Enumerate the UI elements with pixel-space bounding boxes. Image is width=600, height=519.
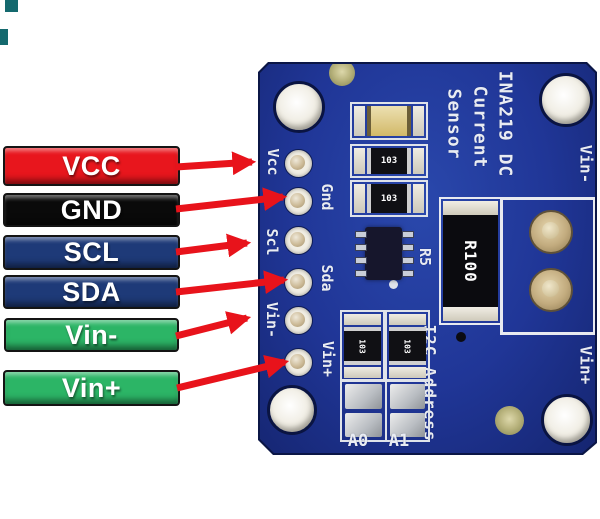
silk-title-line3: Sensor (443, 88, 465, 160)
jumper-pad (390, 384, 425, 409)
smd-led-box (350, 102, 428, 140)
jumper-pads-a0 (340, 379, 387, 442)
silk-pin-scl: Scl (263, 228, 281, 256)
pin-label-text-vin-minus: Vin- (65, 319, 118, 350)
ic-pin (402, 231, 414, 238)
solder-pad (354, 106, 365, 136)
led-component (367, 106, 411, 136)
shunt-body: R100 (443, 215, 498, 307)
teal-marker-left (0, 29, 8, 45)
jumper-pad (345, 384, 382, 409)
resistor-value: 103 (357, 338, 367, 354)
resistor-component: 103 (344, 327, 381, 365)
jumper-pad (390, 412, 425, 437)
smd-resistor-box-a0: 103 (340, 310, 385, 382)
pin-label-bar-vin-minus: Vin- (4, 318, 179, 352)
ic-pin1-dot (389, 280, 398, 289)
silk-title-line2: Current (469, 85, 491, 169)
pin-vin-plus (284, 348, 313, 377)
solder-pad (344, 367, 381, 378)
jumper-pad (345, 412, 382, 437)
arrow-scl (175, 233, 252, 258)
dot-black (456, 332, 466, 342)
pin-label-bar-vcc: VCC (3, 146, 180, 186)
resistor-value: 103 (402, 338, 412, 354)
terminal-pad-vin-plus (529, 268, 573, 312)
mounting-hole-top-left (273, 81, 325, 133)
ic-pin (355, 270, 367, 277)
silk-a1: A1 (388, 431, 410, 451)
ic-pin (402, 257, 414, 264)
pin-label-text-gnd: GND (60, 194, 123, 225)
pin-vcc (284, 149, 313, 178)
smd-resistor-box-a1: 103 (385, 310, 430, 382)
solder-pad (389, 367, 426, 378)
resistor-value: 103 (380, 156, 398, 166)
pin-sda (284, 268, 313, 297)
ic-pin (355, 244, 367, 251)
silk-pin-vin-plus: Vin+ (319, 340, 337, 378)
solder-pad (413, 184, 424, 213)
smd-resistor-box-1: 103 (350, 144, 428, 178)
silk-pin-sda: Sda (318, 264, 336, 292)
ic-pin (402, 270, 414, 277)
pin-vin-minus (284, 306, 313, 335)
solder-pad (344, 314, 381, 325)
arrow-vin-minus (175, 311, 252, 340)
pin-gnd (284, 187, 313, 216)
pin-label-bar-gnd: GND (3, 193, 180, 227)
silk-pin-gnd: Gnd (318, 183, 336, 211)
solder-pad (443, 201, 498, 215)
resistor-component: 103 (367, 184, 411, 213)
pin-label-bar-scl: SCL (3, 235, 180, 270)
shunt-resistor: R100 (439, 197, 502, 325)
silk-vin-minus-right: Vin- (576, 144, 596, 184)
pin-label-text-vcc: VCC (62, 150, 121, 181)
solder-pad (389, 314, 426, 325)
pin-label-bar-vin-plus: Vin+ (3, 370, 180, 406)
pin-label-text-sda: SDA (62, 276, 121, 307)
silk-a0: A0 (347, 431, 369, 451)
resistor-value: 103 (380, 193, 398, 204)
terminal-block-outline (500, 197, 595, 335)
silk-pin-vcc: Vcc (264, 148, 282, 176)
mounting-hole-bottom-right (541, 394, 593, 446)
mounting-hole-top-right (539, 73, 593, 127)
silk-pin-vin-minus: Vin- (263, 301, 281, 339)
pcb-board: Vcc Gnd Scl Sda Vin- Vin+ 103 103 (258, 62, 597, 455)
via-bottom (495, 406, 524, 435)
via-top (329, 64, 355, 86)
teal-marker-top (5, 0, 18, 12)
resistor-component: 103 (367, 148, 411, 174)
silk-r5: R5 (416, 247, 434, 267)
solder-pad (413, 106, 424, 136)
resistor-component: 103 (389, 327, 426, 365)
ic-pin (355, 257, 367, 264)
solder-pad (354, 184, 365, 213)
arrow-vcc (175, 151, 257, 176)
shunt-value: R100 (461, 239, 480, 283)
pin-scl (284, 226, 313, 255)
smd-resistor-box-2: 103 (350, 180, 428, 217)
pin-label-text-vin-plus: Vin+ (61, 372, 122, 403)
solder-pad (413, 148, 424, 174)
pcb-surface: Vcc Gnd Scl Sda Vin- Vin+ 103 103 (260, 64, 595, 453)
pin-label-text-scl: SCL (63, 237, 120, 267)
terminal-pad-vin-minus (529, 210, 573, 254)
pin-label-bar-sda: SDA (3, 275, 180, 309)
silk-title-line1: INA219 DC (494, 70, 516, 178)
solder-pad (354, 148, 365, 174)
mounting-hole-bottom-left (267, 385, 317, 435)
ic-pin (402, 244, 414, 251)
ic-pin (355, 231, 367, 238)
ina219-ic-chip (365, 227, 402, 280)
silk-vin-plus-right: Vin+ (576, 345, 596, 385)
jumper-pads-a1 (385, 379, 430, 442)
solder-pad (443, 307, 498, 321)
